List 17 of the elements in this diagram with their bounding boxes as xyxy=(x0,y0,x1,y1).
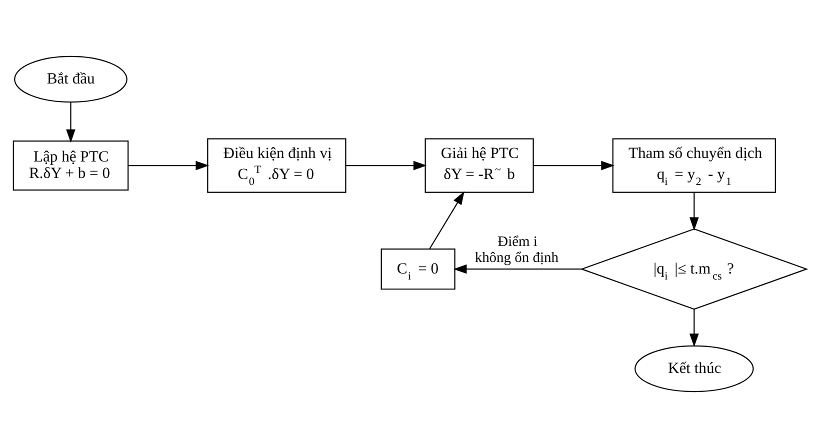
arrow xyxy=(128,160,210,170)
arrow xyxy=(689,309,699,348)
node-box: Điều kiện định vị C$_{0}$$^{T}$ .δY = 0 xyxy=(207,138,346,193)
arrow xyxy=(533,160,615,170)
arrow xyxy=(689,192,699,231)
node-box: Lập hệ PTC R.δY + b = 0 xyxy=(12,140,129,191)
arrow xyxy=(453,264,582,274)
node-box: C$_{i}$ = 0 xyxy=(380,248,456,290)
node-diamond: |q$_{i}$ |≤ t.m$_{cs}$ ? xyxy=(580,228,808,310)
arrow xyxy=(429,191,464,250)
node-ellipse: Bắt đầu xyxy=(14,56,128,103)
arrow xyxy=(346,160,427,170)
node-box: Giải hệ PTC δY = -R$^{~}$ b xyxy=(424,138,534,193)
arrow xyxy=(66,102,76,143)
node-ellipse: Kết thúc xyxy=(634,345,754,392)
node-box: Tham số chuyển dịch q$_{i}$ = y$_{2}$ - y$_{1}$ xyxy=(612,138,776,193)
edge-label: Điểm i không ổn định xyxy=(474,234,558,266)
